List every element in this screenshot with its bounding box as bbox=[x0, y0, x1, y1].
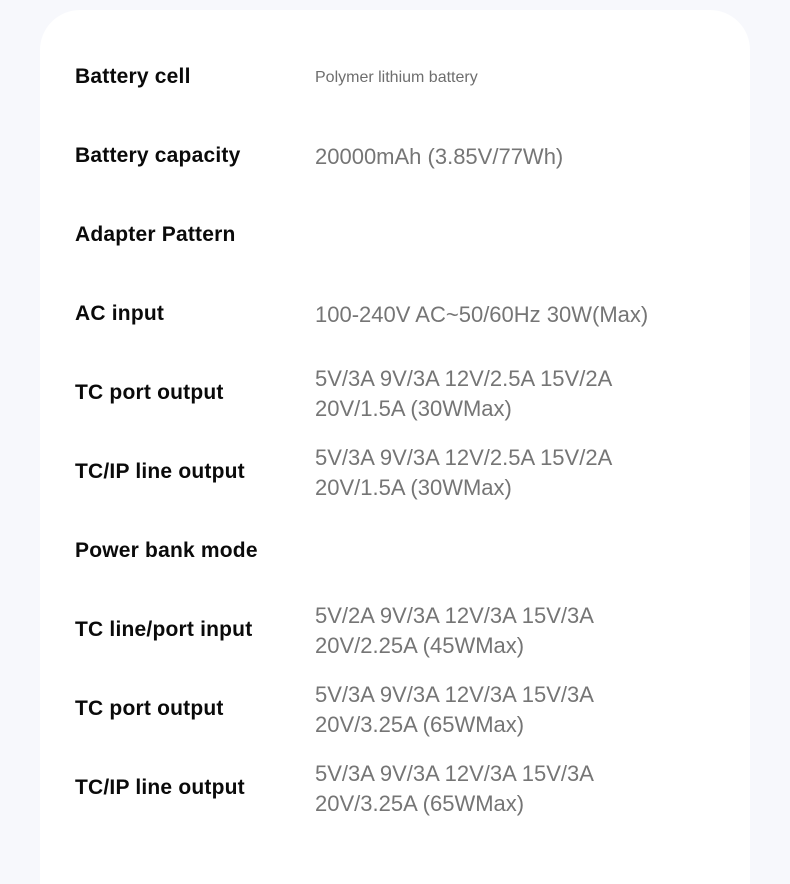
spec-value-line: 20V/1.5A (30WMax) bbox=[315, 474, 512, 500]
section-header-adapter-pattern-label: Adapter Pattern bbox=[75, 222, 236, 246]
spec-label-tcip-line-output-bank: TC/IP line output bbox=[75, 775, 245, 799]
spec-row-tc-port-output-adapter: TC port output 5V/3A 9V/3A 12V/2.5A 15V/… bbox=[75, 353, 720, 432]
spec-label-tc-line-port-input: TC line/port input bbox=[75, 617, 253, 641]
spec-label-ac-input: AC input bbox=[75, 301, 165, 325]
spec-value-line: 5V/3A 9V/3A 12V/3A 15V/3A bbox=[315, 760, 594, 786]
spec-value-line: 5V/3A 9V/3A 12V/3A 15V/3A bbox=[315, 681, 594, 707]
spec-label-battery-capacity: Battery capacity bbox=[75, 143, 241, 167]
spec-row-tc-port-output-bank: TC port output 5V/3A 9V/3A 12V/3A 15V/3A… bbox=[75, 669, 720, 748]
section-header-power-bank-mode-label: Power bank mode bbox=[75, 538, 258, 562]
spec-value-line: 5V/3A 9V/3A 12V/2.5A 15V/2A bbox=[315, 444, 613, 470]
spec-value-line: 20V/3.25A (65WMax) bbox=[315, 790, 525, 816]
spec-row-tcip-line-output-bank: TC/IP line output 5V/3A 9V/3A 12V/3A 15V… bbox=[75, 748, 720, 827]
spec-value-tc-port-output-adapter: 5V/3A 9V/3A 12V/2.5A 15V/2A 20V/1.5A (30… bbox=[315, 362, 720, 424]
spec-card: Battery cell Polymer lithium battery Bat… bbox=[40, 10, 750, 884]
spec-row-tcip-line-output-adapter: TC/IP line output 5V/3A 9V/3A 12V/2.5A 1… bbox=[75, 432, 720, 511]
spec-value-battery-cell: Polymer lithium battery bbox=[315, 68, 478, 86]
spec-row-battery-capacity: Battery capacity 20000mAh (3.85V/77Wh) bbox=[75, 116, 720, 195]
spec-value-line: 5V/3A 9V/3A 12V/2.5A 15V/2A bbox=[315, 365, 613, 391]
spec-value-line: 20V/1.5A (30WMax) bbox=[315, 395, 512, 421]
spec-value-tcip-line-output-adapter: 5V/3A 9V/3A 12V/2.5A 15V/2A 20V/1.5A (30… bbox=[315, 441, 720, 503]
spec-row-tc-line-port-input: TC line/port input 5V/2A 9V/3A 12V/3A 15… bbox=[75, 590, 720, 669]
spec-label-tc-port-output-adapter: TC port output bbox=[75, 380, 224, 404]
spec-row-battery-cell: Battery cell Polymer lithium battery bbox=[75, 37, 720, 116]
section-header-power-bank-mode: Power bank mode bbox=[75, 511, 720, 590]
section-header-adapter-pattern: Adapter Pattern bbox=[75, 195, 720, 274]
spec-value-tc-line-port-input: 5V/2A 9V/3A 12V/3A 15V/3A 20V/2.25A (45W… bbox=[315, 599, 720, 661]
spec-value-line: 5V/2A 9V/3A 12V/3A 15V/3A bbox=[315, 602, 594, 628]
spec-value-tcip-line-output-bank: 5V/3A 9V/3A 12V/3A 15V/3A 20V/3.25A (65W… bbox=[315, 757, 720, 819]
spec-value-battery-capacity: 20000mAh (3.85V/77Wh) bbox=[315, 143, 564, 169]
spec-row-ac-input: AC input 100-240V AC~50/60Hz 30W(Max) bbox=[75, 274, 720, 353]
spec-label-tcip-line-output-adapter: TC/IP line output bbox=[75, 459, 245, 483]
spec-value-line: 20V/3.25A (65WMax) bbox=[315, 711, 525, 737]
spec-value-tc-port-output-bank: 5V/3A 9V/3A 12V/3A 15V/3A 20V/3.25A (65W… bbox=[315, 678, 720, 740]
spec-label-tc-port-output-bank: TC port output bbox=[75, 696, 224, 720]
spec-value-ac-input: 100-240V AC~50/60Hz 30W(Max) bbox=[315, 301, 649, 327]
spec-value-line: 20V/2.25A (45WMax) bbox=[315, 632, 525, 658]
spec-label-battery-cell: Battery cell bbox=[75, 64, 191, 88]
